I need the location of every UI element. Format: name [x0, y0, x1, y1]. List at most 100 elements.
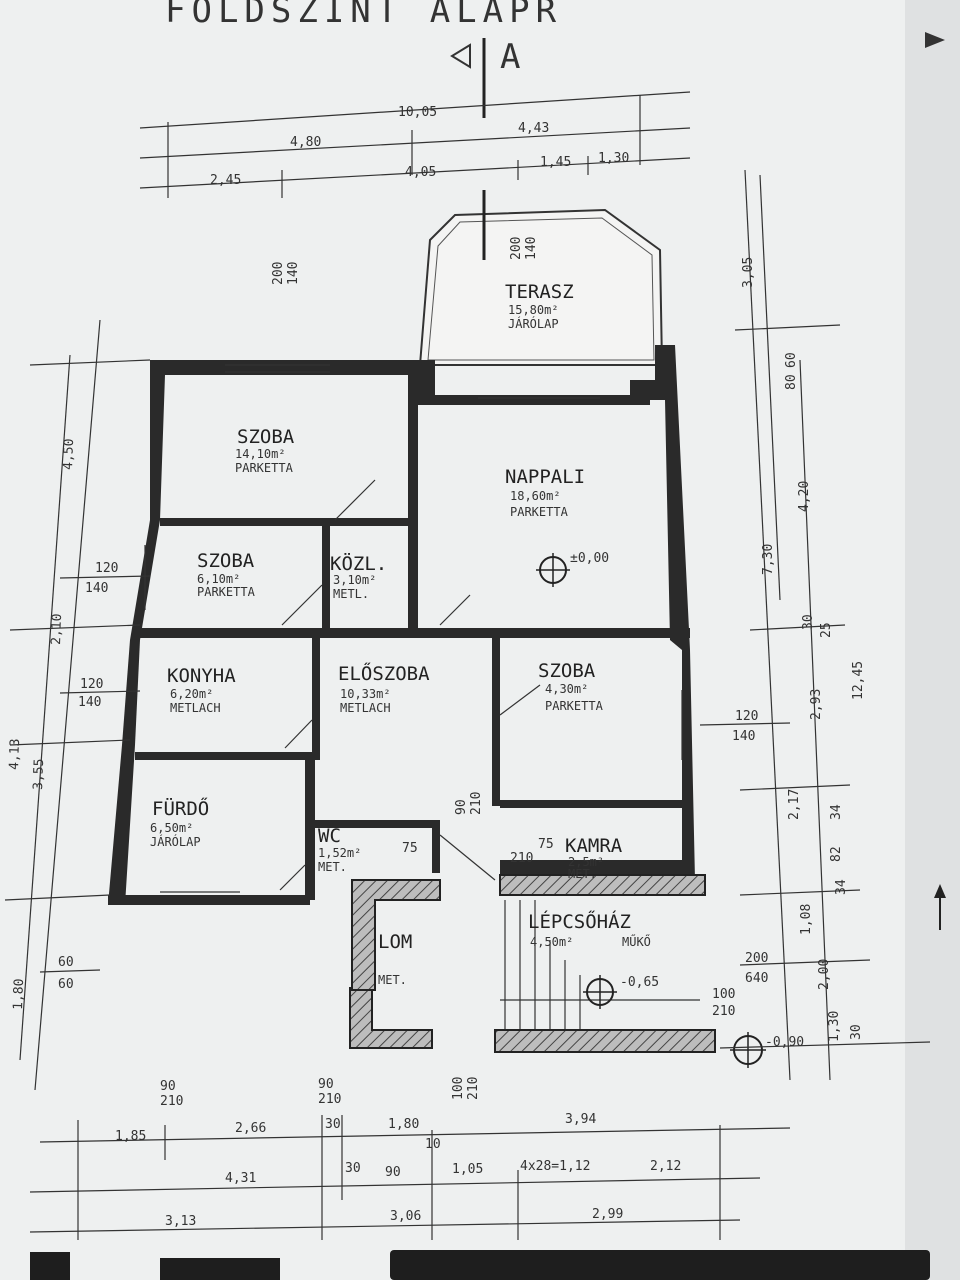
dim-right-g: 1,08 [799, 904, 814, 935]
dim-bottom-door-1b: 210 [160, 1094, 183, 1109]
dim-right-i: 1,30 [827, 1011, 842, 1042]
window-mark-2b: 140 [78, 695, 101, 710]
dim-left-e: 1,80 [11, 978, 27, 1010]
dim-bottom-1b: 2,66 [235, 1121, 266, 1136]
window-mark-2a: 120 [80, 677, 103, 692]
top-dimensions [139, 91, 691, 198]
dim-bottom-2b: 90 [385, 1165, 401, 1180]
exterior-walls [108, 345, 695, 905]
svg-text:LOM: LOM [378, 931, 412, 953]
level-marker-entrance [730, 1032, 766, 1068]
svg-text:PARKETTA: PARKETTA [197, 585, 256, 599]
svg-text:1,52m²: 1,52m² [318, 846, 361, 860]
svg-text:METLACH: METLACH [340, 701, 391, 715]
svg-text:PARKETTA: PARKETTA [235, 461, 294, 475]
svg-text:PARKETTA: PARKETTA [545, 699, 604, 713]
dim-room-door-w: 200 [271, 262, 286, 285]
svg-text:KAMRA: KAMRA [565, 835, 623, 857]
stair-steps [500, 900, 700, 1030]
dim-bottom-2d: 4x28=1,12 [520, 1159, 590, 1174]
dim-bottom-3a: 3,13 [165, 1214, 196, 1229]
dim-top-f: 1,30 [598, 151, 629, 166]
dim-right-f: 12,45 [851, 661, 866, 700]
room-nappali: NAPPALI 18,60m² PARKETTA [505, 466, 585, 519]
dim-left-c: 4,13 [7, 738, 23, 770]
dim-right-small-a: 60 [784, 352, 799, 368]
dim-hall-door-w: 90 [454, 799, 469, 815]
paper-shadow [905, 0, 960, 1280]
room-eloszoba: ELŐSZOBA 10,33m² METLACH [338, 661, 430, 715]
room-szoba-3: SZOBA 4,30m² PARKETTA [538, 660, 604, 713]
dim-stair-b: 640 [745, 971, 768, 986]
svg-text:6,20m²: 6,20m² [170, 687, 213, 701]
dim-top-d: 4,05 [405, 165, 436, 180]
bottom-heading-fragment [30, 1250, 930, 1280]
svg-text:MET.: MET. [568, 867, 597, 881]
dim-bottom-door-3b: 210 [466, 1077, 481, 1100]
room-wc: WC 1,52m² MET. [318, 825, 361, 874]
level-marker-nappali [536, 553, 570, 587]
svg-text:4,50m²: 4,50m² [530, 935, 573, 949]
window-mark-3a: 120 [735, 709, 758, 724]
dim-bottom-3c: 2,99 [592, 1207, 623, 1222]
room-kamra: KAMRA 2,5m² MET. [565, 835, 623, 881]
lom-wall [351, 879, 441, 991]
dim-bottom-1d: 3,94 [565, 1112, 596, 1127]
svg-text:15,80m²: 15,80m² [508, 303, 559, 317]
svg-text:JÁRÓLAP: JÁRÓLAP [150, 834, 201, 849]
window-mark-4b: 60 [58, 977, 74, 992]
dim-top-e: 1,45 [540, 155, 571, 170]
svg-text:MET.: MET. [378, 973, 407, 987]
dim-right-small-d: 25 [819, 622, 834, 638]
dim-stair-c: 100 [712, 987, 735, 1002]
dim-bottom-door-2b: 210 [318, 1092, 341, 1107]
dim-bottom-1a: 1,85 [115, 1129, 146, 1144]
window-mark-3b: 140 [732, 729, 755, 744]
left-dimensions [4, 319, 151, 1091]
level-entrance: -0,90 [765, 1035, 804, 1050]
edge-arrow-icon [925, 32, 946, 930]
room-konyha: KONYHA 6,20m² METLACH [167, 665, 236, 715]
svg-text:4,30m²: 4,30m² [545, 682, 588, 696]
dim-stair-d: 210 [712, 1004, 735, 1019]
right-dimensions [719, 169, 931, 1081]
svg-text:18,60m²: 18,60m² [510, 489, 561, 503]
dim-right-h: 2,00 [817, 959, 832, 990]
dim-left-d: 3,55 [31, 758, 47, 790]
room-lepcsohaz: LÉPCSŐHÁZ 4,50m² MŰKŐ [528, 909, 651, 949]
interior-walls [135, 375, 690, 900]
dim-right-c: 7,30 [761, 544, 776, 575]
dim-bottom-small-b: 10 [425, 1137, 441, 1152]
dim-bottom-2c: 1,05 [452, 1162, 483, 1177]
svg-text:2,5m²: 2,5m² [568, 855, 604, 869]
svg-text:6,50m²: 6,50m² [150, 821, 193, 835]
dim-bottom-door-3a: 100 [451, 1077, 466, 1100]
dim-bottom-1c: 1,80 [388, 1117, 419, 1132]
plan-title: FÖLDSZINT ALAPR [165, 0, 562, 31]
svg-text:NAPPALI: NAPPALI [505, 466, 585, 488]
dim-right-e: 2,17 [787, 789, 802, 820]
dim-terrace-door-w: 200 [509, 237, 524, 260]
svg-text:14,10m²: 14,10m² [235, 447, 286, 461]
svg-text:KÖZL.: KÖZL. [330, 552, 387, 575]
svg-text:KONYHA: KONYHA [167, 665, 236, 687]
dim-wc-door: 75 [402, 841, 418, 856]
dim-right-small-g: 34 [834, 879, 849, 895]
svg-text:SZOBA: SZOBA [237, 426, 295, 448]
svg-text:WC: WC [318, 825, 341, 847]
dim-terrace-door-h: 140 [524, 237, 539, 260]
dim-left-b: 2,10 [49, 613, 65, 645]
svg-text:ELŐSZOBA: ELŐSZOBA [338, 661, 430, 685]
room-szoba-2: SZOBA 6,10m² PARKETTA [197, 550, 256, 599]
level-stair: -0,65 [620, 975, 659, 990]
dim-right-b: 4,20 [797, 481, 812, 512]
dim-bottom-2e: 2,12 [650, 1159, 681, 1174]
dim-left-a: 4,50 [61, 438, 77, 470]
dim-bottom-small-c: 30 [345, 1161, 361, 1176]
svg-text:A: A [500, 37, 526, 77]
dim-bottom-door-1a: 90 [160, 1079, 176, 1094]
room-lom: LOM MET. [378, 931, 412, 987]
window-mark-4a: 60 [58, 955, 74, 970]
svg-text:10,33m²: 10,33m² [340, 687, 391, 701]
